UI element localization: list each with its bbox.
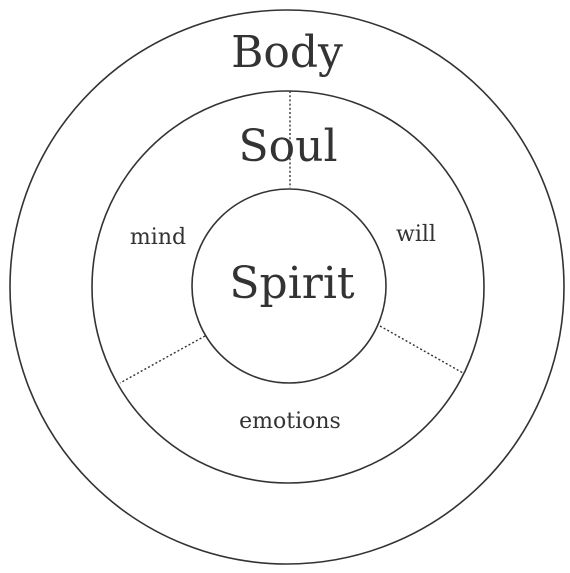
spirit-label: Spirit bbox=[229, 258, 354, 309]
mind-label: mind bbox=[130, 225, 186, 250]
divider-left bbox=[119, 335, 206, 384]
spirit-ring bbox=[191, 188, 387, 384]
emotions-label: emotions bbox=[239, 409, 341, 434]
will-label: will bbox=[396, 222, 436, 247]
body-ring bbox=[9, 9, 565, 565]
soul-label: Soul bbox=[238, 121, 337, 172]
divider-right bbox=[379, 325, 464, 374]
soul-ring bbox=[91, 90, 485, 484]
body-label: Body bbox=[231, 27, 343, 78]
